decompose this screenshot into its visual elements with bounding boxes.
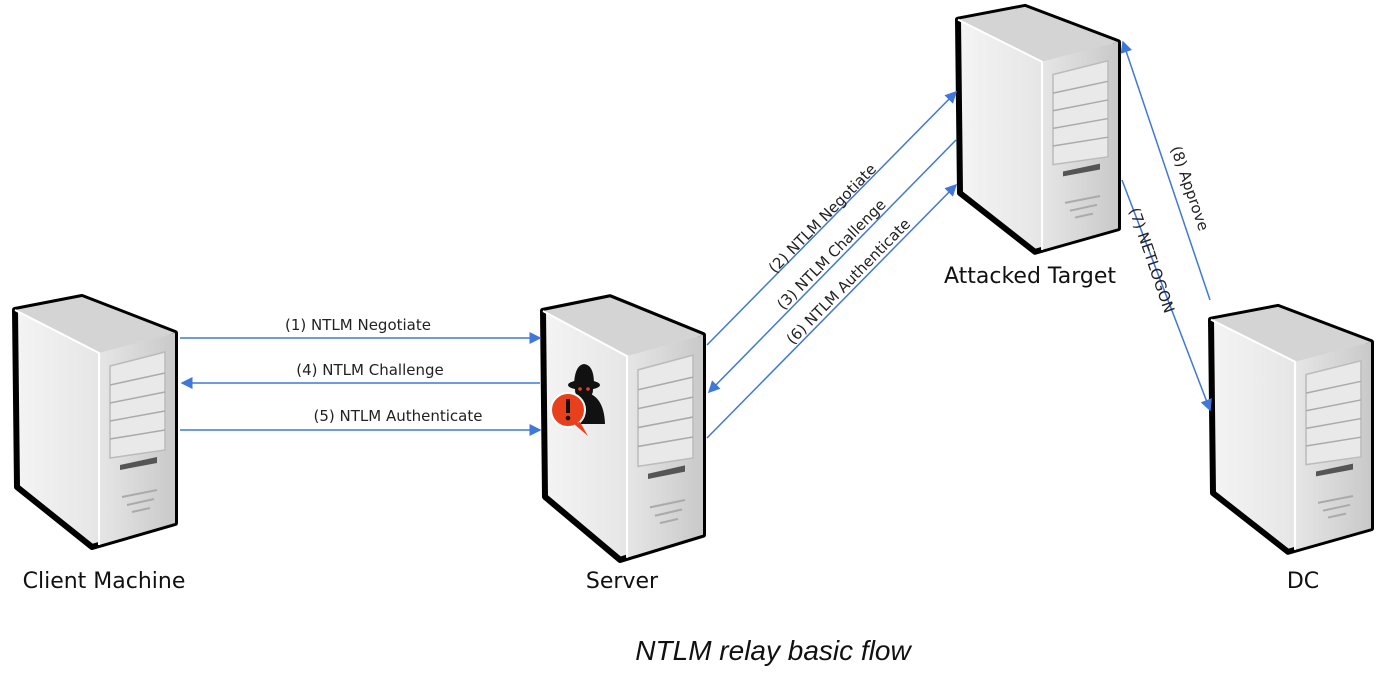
attacked-target-label: Attacked Target bbox=[944, 264, 1116, 289]
message-1-label: (1) NTLM Negotiate bbox=[285, 316, 431, 334]
message-4-label: (4) NTLM Challenge bbox=[296, 361, 443, 379]
message-8-label: (8) Approve bbox=[1167, 144, 1213, 233]
relay-server-icon bbox=[543, 297, 703, 559]
hacker-warning-icon bbox=[550, 364, 605, 436]
diagram-caption: NTLM relay basic flow bbox=[635, 635, 912, 666]
arrow-7 bbox=[1121, 179, 1212, 412]
message-7-label: (7) NETLOGON bbox=[1125, 205, 1178, 315]
arrow-2 bbox=[706, 90, 958, 346]
dc-label: DC bbox=[1287, 569, 1319, 594]
arrow-6 bbox=[706, 183, 958, 439]
message-5-label: (5) NTLM Authenticate bbox=[314, 407, 483, 425]
client-machine-server-icon bbox=[15, 297, 175, 547]
client-machine-label: Client Machine bbox=[23, 569, 186, 594]
arrow-3 bbox=[707, 139, 957, 394]
server-label: Server bbox=[586, 569, 659, 594]
attacked-target-server-icon bbox=[958, 7, 1118, 252]
dc-server-icon bbox=[1211, 307, 1371, 552]
arrow-8 bbox=[1120, 40, 1211, 301]
